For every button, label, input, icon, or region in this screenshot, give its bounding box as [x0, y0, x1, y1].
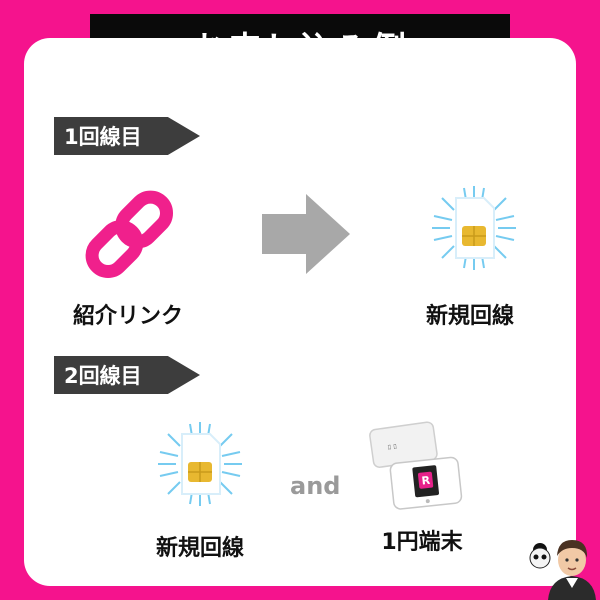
- referral-link-label: 紹介リンク: [72, 304, 183, 329]
- step-2-tag: 2回線目: [54, 356, 200, 394]
- one-yen-device-label: 1円端末: [381, 530, 463, 555]
- mobile-router-icon: ﾛ ﾛ R: [369, 421, 463, 510]
- and-connector: and: [290, 472, 341, 500]
- link-icon: [85, 190, 174, 279]
- new-line-label-1: 新規回線: [425, 304, 514, 329]
- new-line-label-2: 新規回線: [155, 536, 244, 561]
- arrow-right-icon: [262, 194, 350, 274]
- sim-card-icon: [432, 186, 516, 270]
- mascot-avatar: [529, 540, 596, 600]
- svg-text:R: R: [421, 474, 431, 488]
- sim-card-icon: [158, 422, 242, 506]
- step-1-tag: 1回線目: [54, 117, 200, 155]
- svg-text:ﾛ ﾛ: ﾛ ﾛ: [387, 443, 398, 452]
